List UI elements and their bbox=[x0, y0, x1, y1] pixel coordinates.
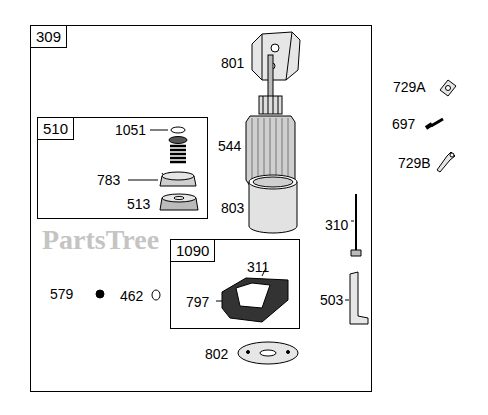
end-cap bbox=[252, 32, 300, 80]
group-number: 309 bbox=[31, 26, 67, 48]
callout-number: 783 bbox=[97, 172, 120, 188]
callout-number: 802 bbox=[205, 346, 228, 362]
callout-number: 729A bbox=[393, 79, 426, 95]
through-bolt bbox=[351, 194, 361, 256]
group-box: 309 510 1090 bbox=[30, 25, 372, 392]
callout-number: 310 bbox=[325, 217, 348, 233]
callout-number: 801 bbox=[221, 55, 244, 71]
callout-number: 544 bbox=[218, 138, 241, 154]
housing bbox=[249, 175, 297, 233]
callout-number: 579 bbox=[50, 286, 73, 302]
watermark: PartsTree bbox=[42, 224, 159, 256]
callout-number: 462 bbox=[120, 288, 143, 304]
group-box: 1090 bbox=[170, 239, 300, 329]
bracket bbox=[345, 272, 368, 324]
callout-number: 311 bbox=[247, 259, 269, 275]
group-number: 1090 bbox=[171, 240, 215, 262]
callout-number: 697 bbox=[392, 116, 415, 132]
callout-number: 803 bbox=[221, 200, 244, 216]
callout-number: 797 bbox=[186, 294, 209, 310]
group-number: 510 bbox=[38, 118, 74, 140]
callout-number: 503 bbox=[320, 292, 343, 308]
washer bbox=[152, 290, 160, 300]
nut bbox=[96, 290, 104, 298]
end-plate bbox=[238, 342, 298, 364]
callout-number: 729B bbox=[398, 155, 431, 171]
callout-number: 1051 bbox=[115, 122, 146, 138]
brush-holder bbox=[216, 268, 288, 322]
callout-number: 513 bbox=[127, 196, 150, 212]
